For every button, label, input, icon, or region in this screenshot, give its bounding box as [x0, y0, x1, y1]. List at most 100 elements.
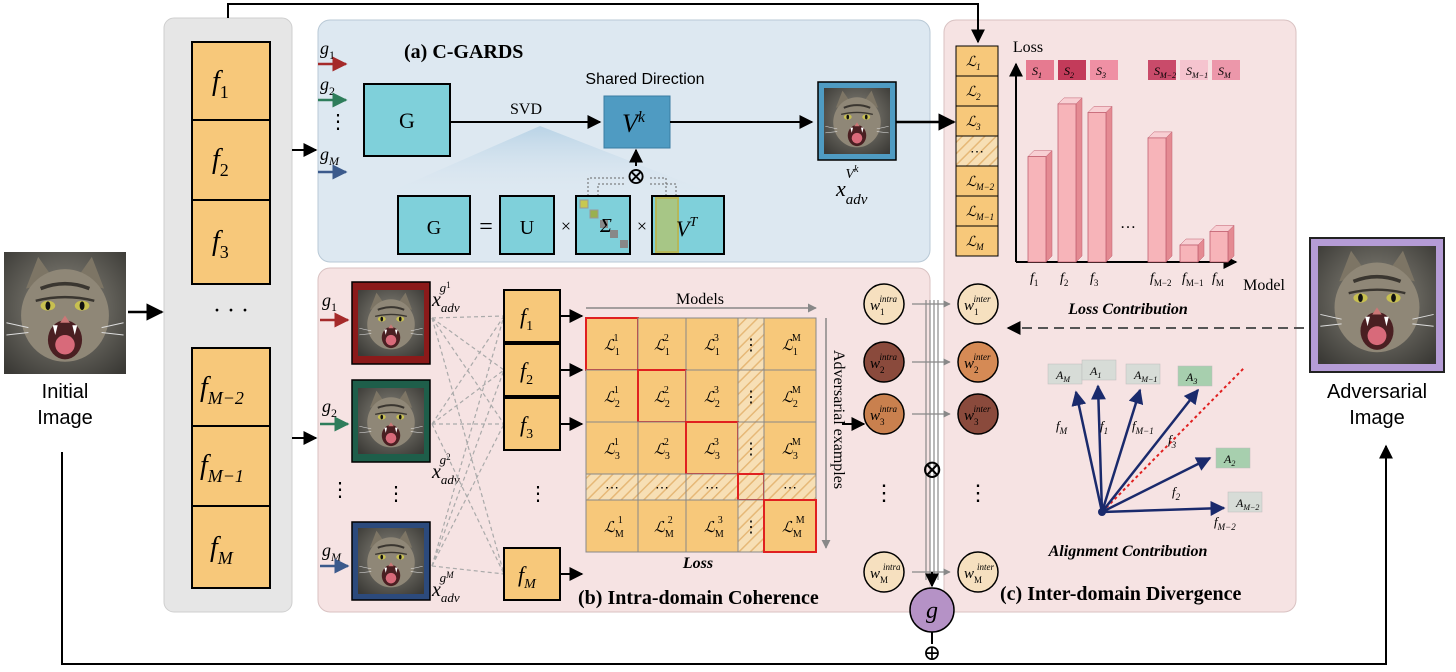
alignment-vector [1101, 500, 1226, 516]
s-label-box [1058, 60, 1086, 80]
alignment-vector-label: fM−1 [1132, 418, 1154, 436]
loss-cell [763, 317, 817, 371]
svg-text:Σ: Σ [599, 215, 612, 237]
loss-contribution-label: Loss Contribution [1067, 301, 1188, 318]
loss-cell-label: ⋮ [743, 441, 759, 458]
panel-b-crosslinks [431, 315, 505, 575]
loss-stack-cell [955, 105, 999, 137]
models-label: Models [676, 291, 724, 308]
alignment-box [1177, 365, 1213, 387]
loss-cell-label: ℒ33 [704, 437, 720, 462]
loss-stack-label: ℒM−2 [966, 175, 995, 192]
svg-text:f3: f3 [520, 412, 533, 442]
bar-ellipsis: … [1120, 215, 1136, 232]
loss-stack-cell [955, 135, 999, 167]
loss-bar-label: f1 [1030, 271, 1038, 288]
loss-cell-label: ℒ22 [654, 385, 670, 410]
loss-diagonal-highlight [763, 499, 817, 553]
weight-intra-label: wMintra [870, 562, 901, 585]
alignment-box-label: AM−2 [1235, 496, 1259, 512]
panel-b-models: f1 f2 f3 ⋮ fM [503, 289, 561, 601]
loss-bar [1027, 156, 1047, 263]
loss-bar-label: f3 [1090, 271, 1099, 288]
panel-b-adv-labels: xadvg1 xadvg2 xadvgM [431, 280, 460, 605]
svg-text:⋮: ⋮ [330, 479, 350, 501]
weight-inter-label: w1inter [964, 294, 991, 317]
svg-text:fM−1: fM−1 [200, 450, 244, 486]
top-loop-line [227, 3, 985, 44]
weight-inter-label: wMinter [964, 562, 995, 585]
svg-text:g2: g2 [320, 74, 335, 98]
loss-cell-label: ℒ31 [604, 437, 620, 462]
alignment-vector-label: fM−2 [1214, 514, 1236, 532]
loss-cell-label: ℒMM [782, 515, 805, 540]
loss-cell [585, 473, 639, 501]
loss-cell-label: ⋯ [655, 481, 669, 496]
loss-cell [585, 499, 639, 553]
loss-cell [763, 473, 817, 501]
alignment-vector-label: f2 [1172, 484, 1181, 502]
loss-stack-cell [955, 195, 999, 227]
loss-bar-side [1105, 105, 1113, 263]
svg-text:⋮: ⋮ [386, 483, 406, 505]
loss-cell [737, 473, 765, 501]
svg-text:f2: f2 [212, 144, 229, 180]
alignment-vector-label: f1 [1100, 418, 1108, 436]
loss-stack-label: ℒ1 [966, 55, 981, 72]
panel-a-output-image [824, 88, 890, 154]
loss-cell-label: ℒM2 [654, 515, 674, 540]
s-label-box [1180, 60, 1208, 80]
svg-text:⋮: ⋮ [528, 483, 548, 505]
model-box-fm [191, 505, 271, 589]
loss-cell-label: ⋯ [705, 481, 719, 496]
alignment-box [1125, 363, 1161, 385]
loss-bar-label: fM−1 [1182, 271, 1203, 288]
otimes-weights: ⊗ [921, 455, 943, 484]
weight-inter-circle [957, 393, 999, 435]
panel-b-title: (b) Intra-domain Coherence [578, 587, 819, 609]
weight-intra-circle [863, 551, 905, 593]
model-axis-label: Model [1243, 277, 1285, 294]
alignment-box [1227, 491, 1263, 513]
loss-cell-label: ⋮ [743, 337, 759, 354]
svd-equation: G = U × Σ × VT [397, 195, 725, 255]
g-box [363, 83, 451, 157]
svg-text:×: × [637, 216, 647, 236]
svg-text:fM: fM [210, 532, 234, 568]
panel-c-title: (c) Inter-domain Divergence [1000, 583, 1242, 605]
adv-image-m [358, 528, 424, 594]
loss-cell-label: ℒ13 [704, 333, 720, 358]
adv-examples-label: Adversarial examples [830, 350, 847, 489]
adversarial-image-label-2: Image [1349, 407, 1405, 429]
loss-cell [637, 421, 687, 475]
weight-intra-circle [863, 341, 905, 383]
loss-cell-label: ℒ11 [604, 333, 620, 358]
alignment-vector [1100, 388, 1144, 513]
svg-text:f1: f1 [212, 66, 229, 102]
oplus: ⊕ [923, 640, 941, 665]
loss-cell [685, 317, 739, 371]
s-label-text: SM−1 [1186, 64, 1208, 80]
loss-stack-cell [955, 75, 999, 107]
g-node-label: g [926, 598, 938, 624]
loss-bar-label: fM−2 [1150, 271, 1171, 288]
svg-text:VT: VT [676, 215, 698, 241]
svg-text:xadvgM: xadvgM [431, 570, 460, 605]
loss-bar [1209, 230, 1229, 263]
weight-intra-label: w2intra [870, 352, 898, 375]
s-label-text: SM [1218, 64, 1232, 80]
loss-bar-side [1227, 224, 1235, 263]
model-box-fm1 [191, 425, 271, 507]
svg-text:f3: f3 [212, 226, 229, 262]
alignment-vector-label: f3 [1168, 432, 1177, 450]
weight-inter-label: w2inter [964, 352, 991, 375]
panel-a-title: (a) C-GARDS [404, 41, 523, 63]
alignment-vector [1071, 390, 1104, 513]
